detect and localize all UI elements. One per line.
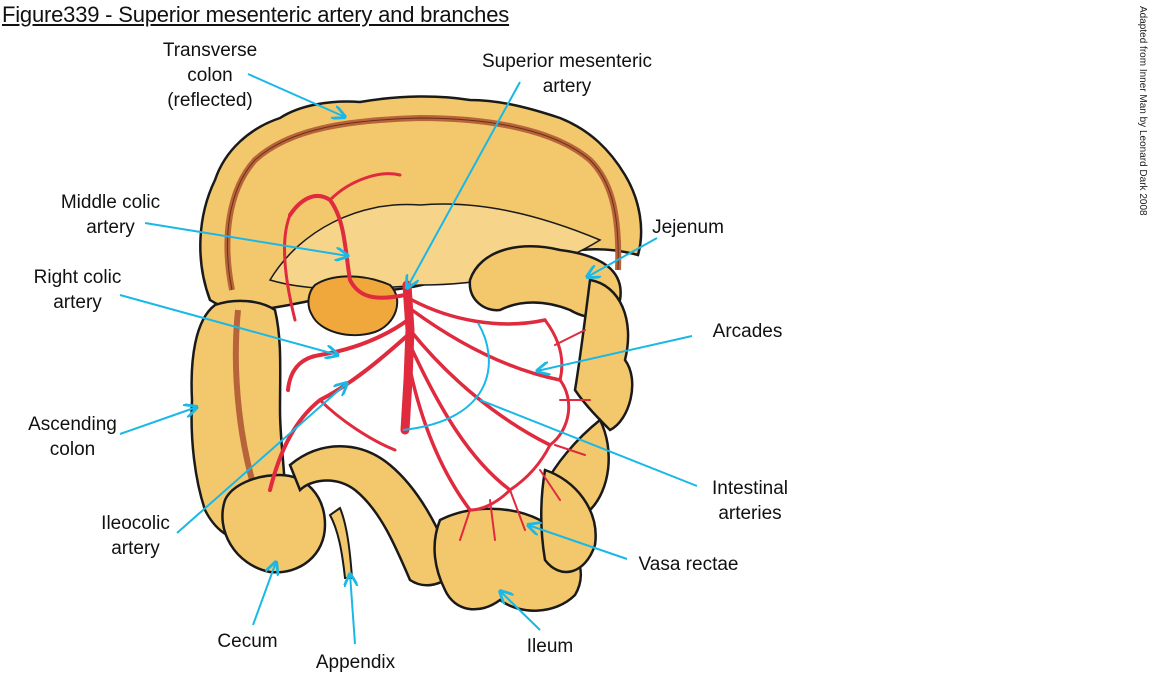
label-line: artery — [86, 217, 135, 238]
leader-middle-colic-artery — [144, 222, 348, 256]
label-ileocolic-artery: Ileocolic artery — [88, 511, 183, 561]
label-superior-mesenteric-artery: Superior mesenteric artery — [462, 49, 672, 99]
leader-vasa-rectae — [528, 525, 628, 560]
label-line: Arcades — [712, 321, 783, 342]
label-line: arteries — [718, 503, 782, 524]
leader-ileocolic-artery — [176, 383, 347, 534]
label-line: Ileocolic — [101, 513, 170, 534]
label-line: Appendix — [315, 652, 396, 673]
label-line: artery — [53, 292, 102, 313]
leader-appendix — [350, 574, 355, 645]
label-line: Right colic — [33, 267, 122, 288]
leader-transverse-colon — [247, 73, 345, 117]
appendix — [328, 506, 354, 579]
label-right-colic-artery: Right colic artery — [20, 265, 135, 315]
label-line: Middle colic — [60, 192, 161, 213]
arteries — [268, 172, 591, 541]
label-intestinal-arteries: Intestinal arteries — [700, 476, 800, 526]
label-cecum: Cecum — [205, 629, 290, 654]
label-line: colon — [49, 439, 96, 460]
leader-intestinal-arteries — [402, 322, 698, 487]
label-line: Superior mesenteric — [481, 51, 653, 72]
label-line: Ascending — [28, 414, 117, 435]
leader-right-colic-artery — [119, 294, 338, 355]
label-line: Cecum — [217, 631, 278, 652]
leader-cecum — [252, 562, 276, 626]
leader-superior-mesenteric-artery — [407, 81, 521, 288]
leader-lines — [119, 73, 698, 645]
label-line: Intestinal — [711, 478, 789, 499]
superior-mesenteric-artery-trunk — [400, 280, 415, 435]
intestinal-artery — [408, 343, 512, 492]
label-line: colon — [187, 65, 233, 86]
label-line: artery — [542, 76, 592, 97]
label-line: artery — [111, 538, 160, 559]
label-jejenum: Jejenum — [643, 215, 733, 240]
vasa-rectae — [459, 329, 591, 541]
label-arcades: Arcades — [700, 319, 795, 344]
label-transverse-colon: Transverse colon (reflected) — [155, 38, 265, 113]
label-line: Vasa rectae — [638, 554, 739, 575]
label-ileum: Ileum — [515, 634, 585, 659]
label-appendix: Appendix — [303, 650, 408, 675]
pancreas — [307, 275, 399, 337]
leader-ileum — [500, 591, 541, 631]
leader-arcades — [537, 335, 693, 371]
right-colic-artery-vessel — [286, 318, 410, 392]
label-line: Transverse — [162, 40, 258, 61]
leader-jejenum — [587, 237, 658, 277]
label-line: (reflected) — [167, 90, 253, 111]
label-line: Ileum — [526, 636, 574, 657]
label-ascending-colon: Ascending colon — [15, 412, 130, 462]
label-vasa-rectae: Vasa rectae — [626, 552, 751, 577]
cecum — [221, 473, 327, 574]
label-line: Jejenum — [652, 217, 724, 238]
arcade-loop — [468, 318, 571, 512]
intestinal-artery — [406, 358, 472, 512]
figure-title: Figure339 - Superior mesenteric artery a… — [2, 2, 510, 27]
leader-ascending-colon — [119, 407, 197, 435]
middle-colic-artery-vessel — [288, 194, 407, 300]
label-middle-colic-artery: Middle colic artery — [48, 190, 173, 240]
intestinal-artery — [410, 298, 547, 326]
small-intestine-loops — [433, 245, 634, 612]
